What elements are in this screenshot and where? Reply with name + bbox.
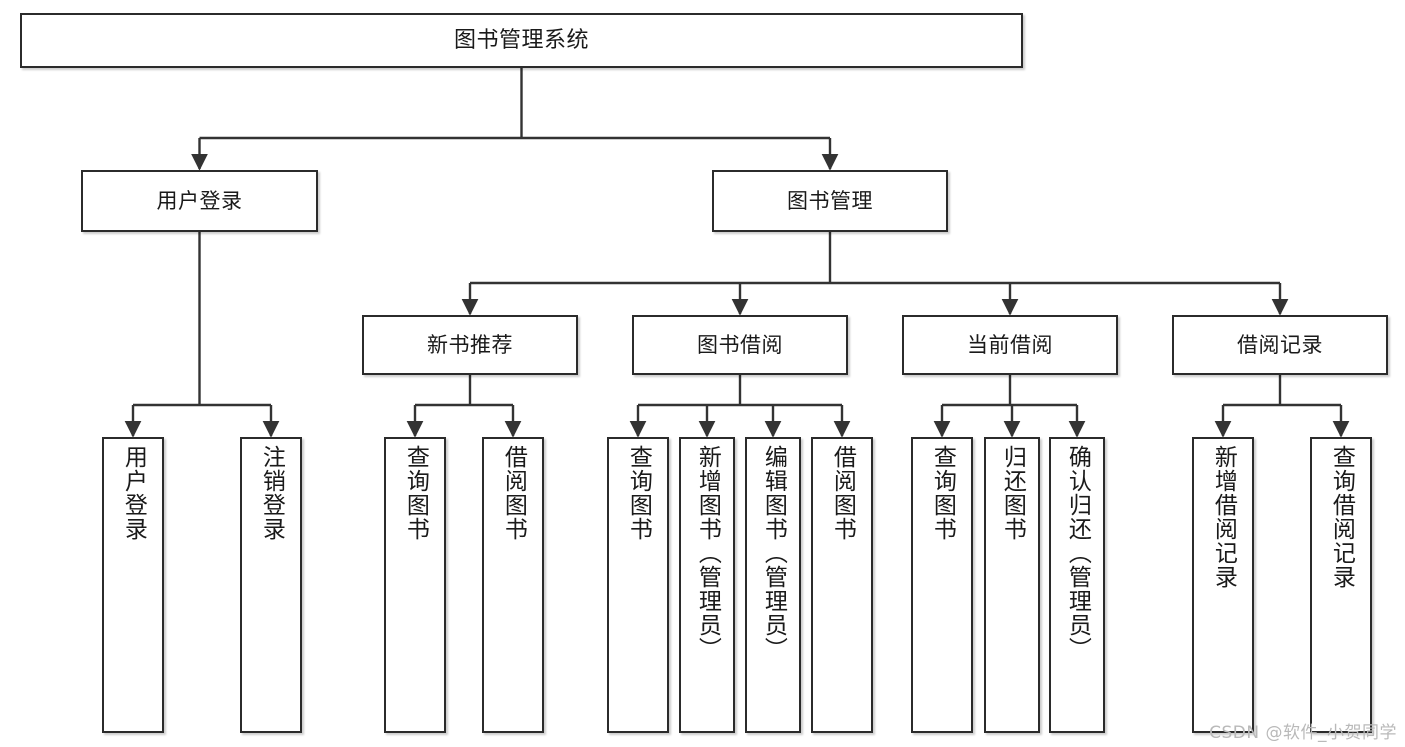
node-l2-record[interactable]: 借阅记录 bbox=[1172, 315, 1388, 375]
node-l2-new[interactable]: 新书推荐 bbox=[362, 315, 578, 375]
csdn-watermark: CSDN @软件_小贺同学 bbox=[1209, 723, 1397, 743]
node-label: 注销登录 bbox=[258, 445, 285, 541]
node-label: 查询图书 bbox=[625, 445, 652, 541]
node-l3-d3[interactable]: 确认归还（管理员） bbox=[1049, 437, 1105, 733]
node-label: 图书借阅 bbox=[697, 332, 783, 357]
node-label: 用户登录 bbox=[120, 445, 147, 541]
node-label: 编辑图书（管理员） bbox=[760, 445, 787, 661]
node-label: 查询图书 bbox=[929, 445, 956, 541]
node-label: 借阅记录 bbox=[1237, 332, 1323, 357]
node-l3-a1[interactable]: 用户登录 bbox=[102, 437, 164, 733]
node-l3-c2[interactable]: 新增图书（管理员） bbox=[679, 437, 735, 733]
node-label: 用户登录 bbox=[156, 188, 243, 213]
node-l1-book[interactable]: 图书管理 bbox=[712, 170, 948, 232]
node-l3-a2[interactable]: 注销登录 bbox=[240, 437, 302, 733]
node-l3-c4[interactable]: 借阅图书 bbox=[811, 437, 873, 733]
node-label: 借阅图书 bbox=[829, 445, 856, 541]
node-label: 图书管理 bbox=[787, 188, 873, 213]
node-l3-b1[interactable]: 查询图书 bbox=[384, 437, 446, 733]
node-label: 归还图书 bbox=[999, 445, 1026, 541]
node-l3-c3[interactable]: 编辑图书（管理员） bbox=[745, 437, 801, 733]
node-l3-d1[interactable]: 查询图书 bbox=[911, 437, 973, 733]
node-l3-d2[interactable]: 归还图书 bbox=[984, 437, 1040, 733]
node-l3-c1[interactable]: 查询图书 bbox=[607, 437, 669, 733]
node-label: 确认归还（管理员） bbox=[1064, 445, 1091, 661]
node-l1-user[interactable]: 用户登录 bbox=[81, 170, 318, 232]
node-l3-e2[interactable]: 查询借阅记录 bbox=[1310, 437, 1372, 733]
node-label: 当前借阅 bbox=[967, 332, 1053, 357]
node-label: 新增图书（管理员） bbox=[694, 445, 721, 661]
node-root[interactable]: 图书管理系统 bbox=[20, 13, 1023, 68]
node-label: 查询借阅记录 bbox=[1328, 445, 1355, 589]
node-label: 查询图书 bbox=[402, 445, 429, 541]
node-label: 新增借阅记录 bbox=[1210, 445, 1237, 589]
node-label: 图书管理系统 bbox=[453, 27, 589, 53]
node-l2-borrow[interactable]: 图书借阅 bbox=[632, 315, 848, 375]
node-l3-e1[interactable]: 新增借阅记录 bbox=[1192, 437, 1254, 733]
node-l2-current[interactable]: 当前借阅 bbox=[902, 315, 1118, 375]
node-l3-b2[interactable]: 借阅图书 bbox=[482, 437, 544, 733]
node-label: 新书推荐 bbox=[427, 332, 513, 357]
node-label: 借阅图书 bbox=[500, 445, 527, 541]
